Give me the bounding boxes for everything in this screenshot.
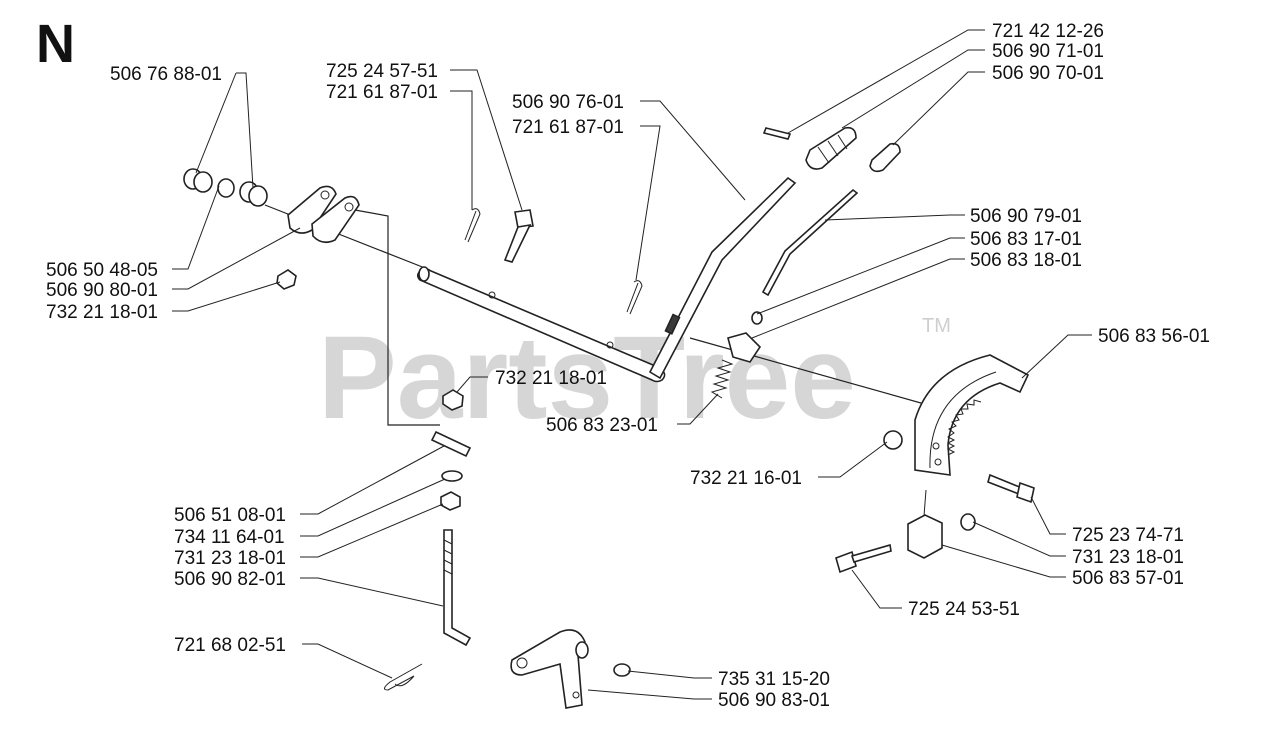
- label-725-24-53-51: 725 24 53-51: [908, 599, 1020, 620]
- handle-lever: [648, 176, 797, 380]
- bushing-group-left: [183, 168, 268, 207]
- block-506-83-18: [727, 332, 762, 363]
- main-shaft: [416, 266, 666, 383]
- bell-crank-506-90-83: [510, 629, 589, 709]
- watermark-text: PartsTree: [318, 312, 856, 444]
- bolt-725-23-74: [987, 473, 1035, 504]
- label-721-61-87-01-a: 721 61 87-01: [326, 82, 438, 103]
- label-506-50-48-05: 506 50 48-05: [46, 260, 158, 281]
- cotter-pin-1: [464, 208, 481, 243]
- clevis-bracket: [287, 185, 360, 244]
- section-letter: N: [36, 14, 75, 74]
- rod-506-90-82: [443, 529, 472, 647]
- label-731-23-18-01-b: 731 23 18-01: [174, 548, 286, 569]
- label-506-51-08-01: 506 51 08-01: [174, 505, 286, 526]
- label-735-31-15-20: 735 31 15-20: [718, 669, 830, 690]
- label-721-68-02-51: 721 68 02-51: [174, 635, 286, 656]
- part-labels: 506 76 88-01 725 24 57-51 721 61 87-01 5…: [46, 21, 1210, 711]
- label-725-23-74-71: 725 23 74-71: [1072, 525, 1184, 546]
- label-506-90-76-01: 506 90 76-01: [512, 92, 624, 113]
- bolt-725-24-53: [835, 543, 892, 574]
- label-731-23-18-01-a: 731 23 18-01: [1072, 547, 1184, 568]
- label-721-42-12-26: 721 42 12-26: [992, 21, 1104, 42]
- label-506-90-79-01: 506 90 79-01: [970, 206, 1082, 227]
- label-506-90-71-01: 506 90 71-01: [992, 41, 1104, 62]
- label-506-83-23-01: 506 83 23-01: [546, 415, 658, 436]
- nut-731-23-18-right: [960, 513, 976, 531]
- label-506-90-82-01: 506 90 82-01: [174, 569, 286, 590]
- label-721-61-87-01-b: 721 61 87-01: [512, 117, 624, 138]
- leader-lines: [172, 29, 1092, 700]
- label-725-24-57-51: 725 24 57-51: [326, 61, 438, 82]
- pin-506-51-08: [430, 430, 472, 458]
- label-506-83-18-01: 506 83 18-01: [970, 250, 1082, 271]
- label-506-90-83-01: 506 90 83-01: [718, 690, 830, 711]
- watermark-trademark: TM: [922, 315, 951, 337]
- block-506-83-57: [907, 514, 943, 559]
- nut-731-23-18: [440, 491, 461, 511]
- nut-732-21-18: [276, 269, 297, 290]
- nut-732-21-16: [883, 430, 903, 450]
- label-732-21-18-01-b: 732 21 18-01: [495, 368, 607, 389]
- grip-parts: [762, 126, 901, 173]
- toothed-sector: [914, 354, 1030, 476]
- nut-middle: [442, 389, 464, 411]
- cotter-pin-2: [626, 280, 643, 315]
- nut-735-31-15: [613, 663, 631, 677]
- hairpin-clip: [384, 663, 423, 691]
- spring-506-83-23: [710, 359, 734, 399]
- label-506-76-88-01: 506 76 88-01: [110, 64, 222, 85]
- label-506-90-70-01: 506 90 70-01: [992, 63, 1104, 84]
- label-506-90-80-01: 506 90 80-01: [46, 280, 158, 301]
- label-506-83-56-01: 506 83 56-01: [1098, 326, 1210, 347]
- label-732-21-18-01-a: 732 21 18-01: [46, 302, 158, 323]
- washer-734-11-64: [441, 470, 463, 482]
- label-506-83-17-01: 506 83 17-01: [970, 229, 1082, 250]
- label-506-83-57-01: 506 83 57-01: [1072, 568, 1184, 589]
- label-734-11-64-01: 734 11 64-01: [174, 527, 285, 548]
- bolt-725-24-57: [503, 209, 534, 263]
- rod-506-90-79: [761, 188, 859, 297]
- label-732-21-16-01: 732 21 16-01: [690, 468, 802, 489]
